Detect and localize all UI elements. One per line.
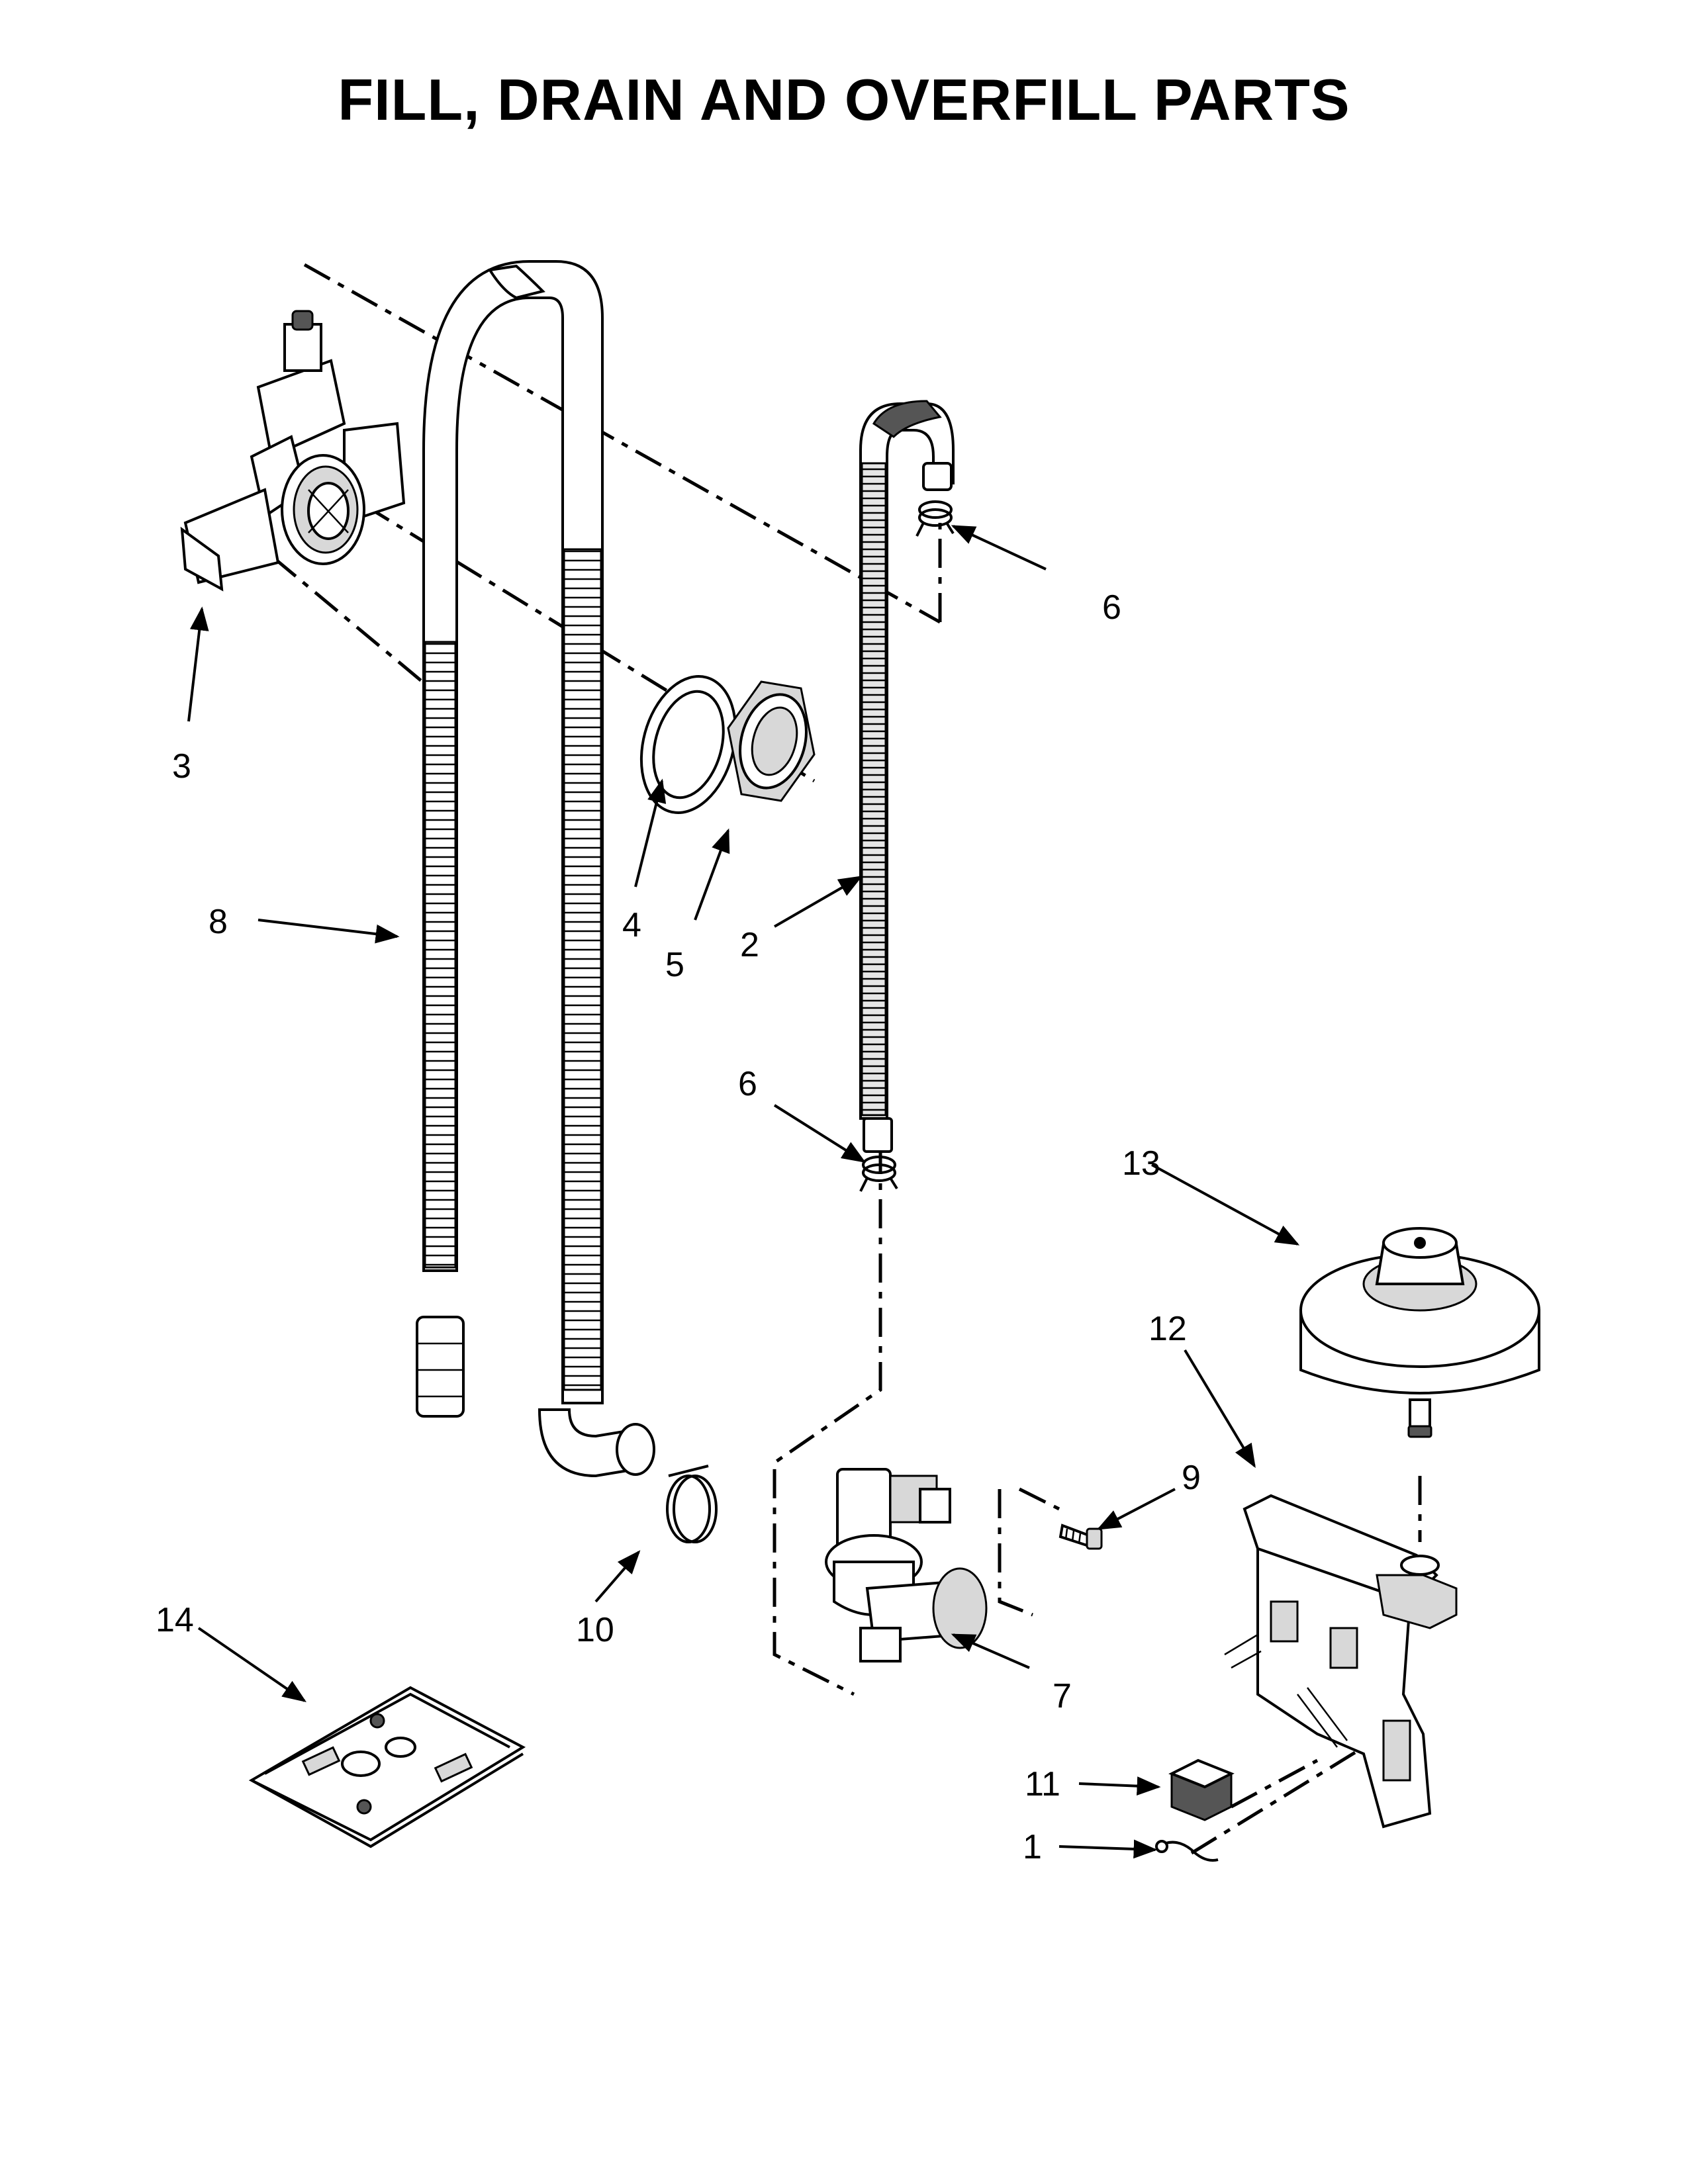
callout-13: 13 [1122, 1144, 1160, 1183]
callout-10: 8 [209, 903, 228, 941]
callout-1: 1 [1023, 1828, 1042, 1866]
callout-3: 3 [172, 747, 191, 786]
callout-2: 2 [740, 926, 759, 964]
callout-6-lower: 6 [738, 1065, 757, 1103]
screw-part-8 [1058, 1524, 1103, 1550]
gasket-part-4 [639, 675, 737, 814]
parts-bag-part-14 [248, 1686, 526, 1848]
callout-11: 11 [1025, 1765, 1060, 1803]
callout-5: 5 [665, 946, 684, 984]
drain-hose-part-10 [416, 260, 655, 1478]
callout-labels: 3 6 4 5 2 8 6 13 12 9 10 7 14 11 1 [156, 588, 1201, 1866]
callout-14: 14 [156, 1601, 194, 1639]
drain-housing-part-3 [180, 310, 406, 592]
spring-clamp-part-6-lower [859, 1156, 898, 1192]
leader-arrows [187, 525, 1300, 1859]
callout-8: 9 [1182, 1459, 1201, 1497]
callout-12: 12 [1149, 1310, 1187, 1348]
hex-nut-part-5 [727, 680, 816, 802]
page-title: FILL, DRAIN AND OVERFILL PARTS [338, 67, 1350, 132]
spring-clamp-part-6-upper [915, 500, 955, 537]
float-part-13 [1299, 1227, 1540, 1438]
float-switch-bracket-part-12 [1224, 1494, 1458, 1829]
float-switch-part-11 [1168, 1758, 1235, 1821]
fill-hose-part-2 [859, 400, 955, 1153]
callout-9: 10 [576, 1611, 614, 1649]
callout-6-upper: 6 [1102, 588, 1121, 627]
alignment-lines [230, 263, 1422, 1855]
water-inlet-valve-part-7 [825, 1468, 988, 1662]
hose-clamp-part-9 [666, 1465, 718, 1543]
callout-7: 7 [1053, 1677, 1072, 1715]
callout-4: 4 [622, 906, 641, 944]
